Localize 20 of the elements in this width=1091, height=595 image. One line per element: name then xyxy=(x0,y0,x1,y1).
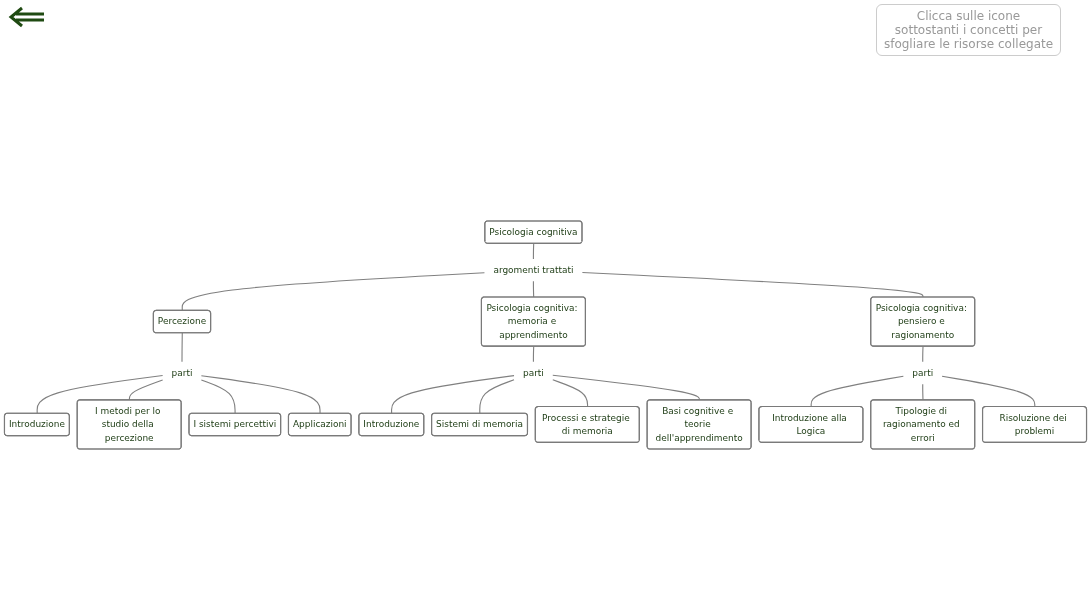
node-text: parti xyxy=(171,367,193,379)
node-text: parti xyxy=(912,367,934,379)
connector xyxy=(552,374,700,401)
connector xyxy=(181,272,485,312)
connector xyxy=(36,375,164,415)
connector xyxy=(922,345,924,363)
connector xyxy=(941,375,1036,408)
connector xyxy=(479,379,515,415)
connector xyxy=(200,379,236,415)
connector xyxy=(200,375,321,415)
connector xyxy=(810,375,904,408)
connector xyxy=(552,379,589,408)
node-text: parti xyxy=(523,367,544,379)
connector xyxy=(391,375,515,415)
connector xyxy=(128,379,164,401)
instruction-note: Clicca sulle icone sottostanti i concetti per sfogliare le risorse collegate xyxy=(876,4,1061,56)
connector xyxy=(581,272,924,298)
connector xyxy=(181,332,183,363)
connector xyxy=(922,383,924,401)
node-text: argomenti trattati xyxy=(493,264,574,276)
